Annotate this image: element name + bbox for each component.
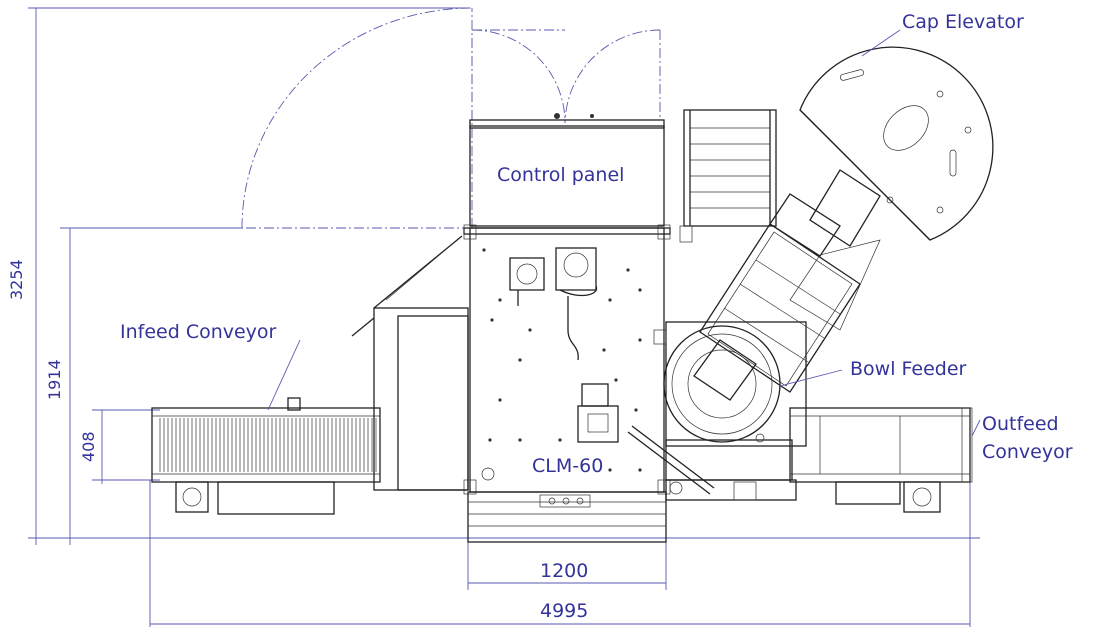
mounting-hole — [602, 348, 606, 352]
mounting-hole — [498, 298, 502, 302]
front-platform — [467, 491, 667, 543]
dimension-lines — [28, 7, 980, 627]
mounting-hole — [558, 438, 562, 442]
mounting-hole — [488, 438, 492, 442]
cap-elevator-label: Cap Elevator — [902, 11, 1024, 33]
mounting-hole — [638, 288, 642, 292]
machine-model-label: CLM-60 — [532, 455, 603, 477]
outfeed-conveyor-drawing — [789, 407, 973, 513]
overall-height-dimension: 3254 — [7, 259, 26, 300]
mounting-hole — [490, 318, 494, 322]
conveyor-width-dimension: 408 — [79, 431, 98, 462]
infeed-guard — [351, 235, 469, 491]
mounting-hole — [518, 358, 522, 362]
mounting-hole — [608, 468, 612, 472]
mounting-hole — [518, 438, 522, 442]
bowl-feeder-drawing — [653, 321, 807, 447]
outfeed-conveyor-label-line2: Conveyor — [982, 441, 1073, 463]
main-machine-body — [463, 224, 671, 495]
control-panel-label: Control panel — [497, 164, 624, 186]
infeed-conveyor-label: Infeed Conveyor — [120, 321, 277, 343]
bowl-feeder-label: Bowl Feeder — [850, 358, 967, 380]
mounting-hole — [614, 378, 618, 382]
mounting-hole — [638, 338, 642, 342]
leader-lines — [267, 29, 981, 437]
machine-width-dimension: 1200 — [540, 560, 588, 582]
mounting-hole — [608, 298, 612, 302]
mounting-hole — [626, 268, 630, 272]
infeed-conveyor-drawing — [151, 397, 381, 515]
mounting-hole — [498, 398, 502, 402]
mounting-hole — [528, 328, 532, 332]
mounting-hole — [634, 408, 638, 412]
control-panel-drawing — [469, 113, 665, 227]
conveyor-height-dimension: 1914 — [45, 359, 64, 400]
overall-width-dimension: 4995 — [540, 600, 588, 622]
transfer-section — [627, 425, 797, 501]
dimension-values: 3254 1914 408 1200 4995 — [7, 259, 588, 622]
annotations: Cap Elevator Control panel Infeed Convey… — [120, 11, 1073, 477]
mounting-hole — [638, 468, 642, 472]
cap-elevator-drawing — [699, 46, 994, 393]
outfeed-conveyor-label-line1: Outfeed — [982, 413, 1059, 435]
access-ladder — [679, 109, 777, 243]
mounting-hole — [482, 248, 486, 252]
door-swing-arcs — [241, 7, 661, 229]
